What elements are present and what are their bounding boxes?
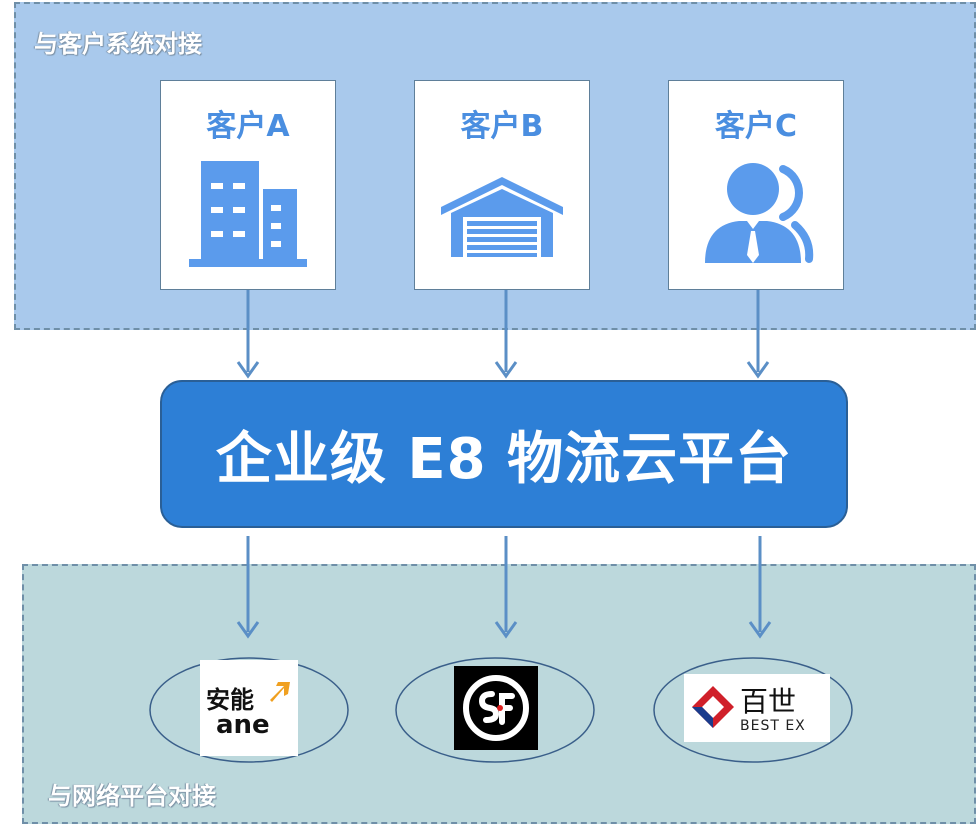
customer-card-b: 客户B bbox=[414, 80, 590, 290]
customer-card-c: 客户C bbox=[668, 80, 844, 290]
customer-b-label: 客户B bbox=[460, 109, 544, 144]
network-integration-label: 与网络平台对接 bbox=[48, 782, 216, 810]
best-express-emblem-icon bbox=[692, 686, 734, 728]
ane-logo: 安能 ane bbox=[200, 660, 298, 756]
partner-ellipse bbox=[395, 657, 595, 763]
office-building-icon bbox=[161, 155, 335, 273]
partner-best: 百世 BEST EX bbox=[652, 654, 854, 766]
customer-c-label: 客户C bbox=[714, 109, 798, 144]
customer-a-label: 客户A bbox=[206, 109, 290, 144]
ane-arrow-icon bbox=[270, 682, 290, 702]
partner-ellipse bbox=[149, 657, 349, 763]
business-person-icon bbox=[669, 155, 843, 273]
partner-sf bbox=[394, 654, 596, 766]
warehouse-icon bbox=[415, 155, 589, 273]
best-logo-en: BEST EX bbox=[740, 718, 806, 734]
partner-ellipse bbox=[653, 657, 853, 763]
best-express-logo: 百世 BEST EX bbox=[684, 674, 830, 742]
sf-express-logo bbox=[454, 666, 538, 750]
customer-integration-label: 与客户系统对接 bbox=[34, 30, 202, 58]
ane-logo-en: ane bbox=[216, 710, 270, 740]
e8-logistics-cloud-platform: 企业级 E8 物流云平台 bbox=[160, 380, 848, 528]
partner-ane: 安能 ane bbox=[148, 654, 350, 766]
ane-logo-cn: 安能 bbox=[206, 686, 254, 714]
customer-card-a: 客户A bbox=[160, 80, 336, 290]
platform-title: 企业级 E8 物流云平台 bbox=[215, 426, 793, 492]
best-logo-cn: 百世 bbox=[740, 685, 797, 718]
